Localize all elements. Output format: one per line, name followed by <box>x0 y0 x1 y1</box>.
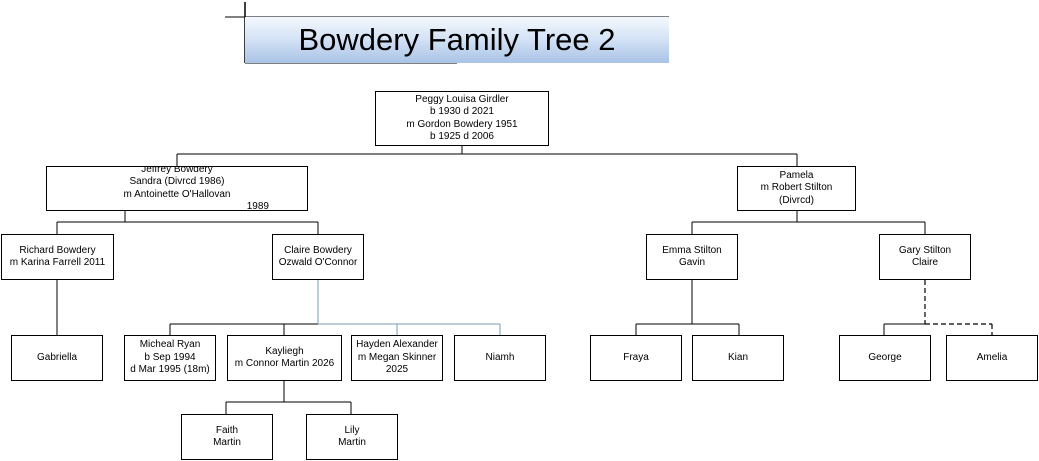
node-claire: Claire Bowdery Ozwald O'Connor <box>272 234 364 280</box>
node-line: b Sep 1994 <box>144 351 196 363</box>
node-line: Jeffrey Bowdery <box>141 166 213 175</box>
node-lily: Lily Martin <box>306 414 398 460</box>
node-line: m Robert Stilton <box>760 182 833 194</box>
node-micheal: Micheal Ryan b Sep 1994 d Mar 1995 (18m) <box>124 335 216 381</box>
node-line: b 1930 d 2021 <box>430 106 494 117</box>
node-fraya: Fraya <box>590 335 682 381</box>
node-line: Martin <box>213 437 241 448</box>
node-jeffrey: Jeffrey Bowdery Sandra (Divrcd 1986) m A… <box>46 166 308 211</box>
node-line: Claire Bowdery <box>284 244 352 256</box>
node-line: 2025 <box>385 364 409 376</box>
node-line: Faith <box>215 424 239 436</box>
node-line: m Karina Farrell 2011 <box>9 257 106 268</box>
page-title: Bowdery Family Tree 2 <box>298 22 616 57</box>
node-line: 1989 <box>246 201 269 211</box>
node-peggy: Peggy Louisa Girdler b 1930 d 2021 m Gor… <box>375 91 549 146</box>
node-line: Amelia <box>976 351 1008 363</box>
node-line: George <box>868 351 902 363</box>
node-line: Richard Bowdery <box>19 244 96 256</box>
node-amelia: Amelia <box>946 335 1038 381</box>
node-line: Emma Stilton <box>662 244 722 256</box>
node-pamela: Pamela m Robert Stilton (Divrcd) <box>737 166 856 211</box>
node-line: Peggy Louisa Girdler <box>415 93 509 105</box>
node-line: Gavin <box>678 257 706 268</box>
node-hayden: Hayden Alexander m Megan Skinner 2025 <box>351 335 443 381</box>
node-kian: Kian <box>692 335 784 381</box>
node-line: Kian <box>727 351 748 363</box>
node-line: Claire <box>911 257 939 268</box>
node-george: George <box>839 335 931 381</box>
node-gabriella: Gabriella <box>11 335 103 381</box>
node-row: Sandra (Divrcd 1986) m Antoinette O'Hall… <box>124 176 231 201</box>
node-richard: Richard Bowdery m Karina Farrell 2011 <box>1 234 114 280</box>
node-gary: Gary Stilton Claire <box>879 234 971 280</box>
node-line: Hayden Alexander <box>356 339 438 351</box>
node-line: Ozwald O'Connor <box>278 257 358 268</box>
node-kayliegh: Kayliegh m Connor Martin 2026 <box>227 335 342 381</box>
node-line: Gabriella <box>36 351 78 363</box>
node-emma: Emma Stilton Gavin <box>646 234 738 280</box>
node-niamh: Niamh <box>454 335 546 381</box>
node-line: Fraya <box>623 351 649 363</box>
node-line: Kayliegh <box>265 345 304 357</box>
node-line: b 1925 d 2006 <box>430 131 494 142</box>
node-line: (Divrcd) <box>779 194 814 206</box>
node-line: Gary Stilton <box>898 244 952 256</box>
node-line: Pamela <box>779 169 814 181</box>
node-line: d Mar 1995 (18m) <box>130 364 210 376</box>
node-faith: Faith Martin <box>181 414 273 460</box>
node-line: m Gordon Bowdery 1951 <box>406 118 518 130</box>
node-line: m Connor Martin 2026 <box>234 358 335 369</box>
node-line: Micheal Ryan <box>139 339 201 351</box>
title-box: Bowdery Family Tree 2 <box>245 17 669 63</box>
node-line: m Antoinette O'Hallovan <box>123 188 231 200</box>
node-line: m Megan Skinner <box>357 351 437 363</box>
node-line: Niamh <box>485 351 515 363</box>
node-line: Lily <box>344 424 360 436</box>
node-line: Martin <box>338 437 366 448</box>
node-line: Sandra (Divrcd 1986) <box>129 176 225 187</box>
